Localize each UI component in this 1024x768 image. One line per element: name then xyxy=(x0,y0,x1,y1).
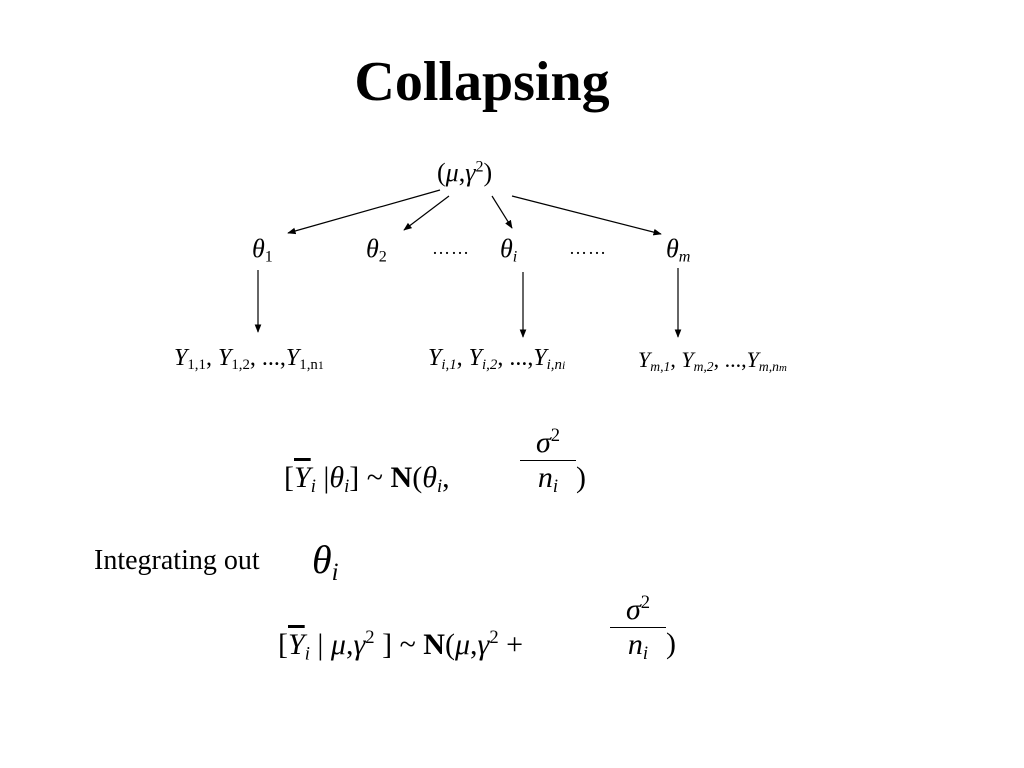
theta-node-1: θ1 xyxy=(252,234,273,266)
root-node: (μ,γ2) xyxy=(437,158,493,187)
arrow-root-theta1 xyxy=(287,189,441,235)
dots-left: …… xyxy=(432,238,470,258)
theta-node-i: θi xyxy=(500,234,518,266)
arrow-root-theta2 xyxy=(403,195,450,231)
equation-2-fraction-bar xyxy=(610,627,666,629)
y-group-1: Y1,1, Y1,2, ...,Y1,n1 xyxy=(174,345,324,374)
arrow-root-thetai xyxy=(491,195,513,229)
equation-2-numerator: σ2 xyxy=(625,592,651,627)
equation-2-denominator: ni xyxy=(627,628,649,665)
equation-1-fraction-bar xyxy=(520,460,576,462)
theta-node-m: θm xyxy=(666,234,691,266)
equation-2-fraction: σ2 ni xyxy=(610,592,666,665)
arrow-root-thetam xyxy=(511,195,662,236)
dots-right: …… xyxy=(569,238,607,258)
y-group-m: Ym,1, Ym,2, ...,Ym,nm xyxy=(638,347,787,374)
equation-1-close: ) xyxy=(576,461,586,494)
equation-1-numerator: σ2 xyxy=(535,425,561,460)
theta-node-2: θ2 xyxy=(366,234,387,266)
equation-2-close: ) xyxy=(666,627,676,660)
y-group-i: Yi,1, Yi,2, ...,Yi,ni xyxy=(428,345,566,374)
integrating-out-label: Integrating out xyxy=(94,545,260,576)
equation-1-fraction: σ2 ni xyxy=(520,425,576,498)
equation-1-denominator: ni xyxy=(537,461,559,498)
equation-1-lhs: [Yi |θi] ~ N(θi, xyxy=(284,461,450,498)
equation-2-lhs: [Yi | μ,γ2 ] ~ N(μ,γ2 + xyxy=(278,627,524,665)
integrating-out-symbol: θi xyxy=(312,537,339,586)
slide-title: Collapsing xyxy=(354,51,610,113)
